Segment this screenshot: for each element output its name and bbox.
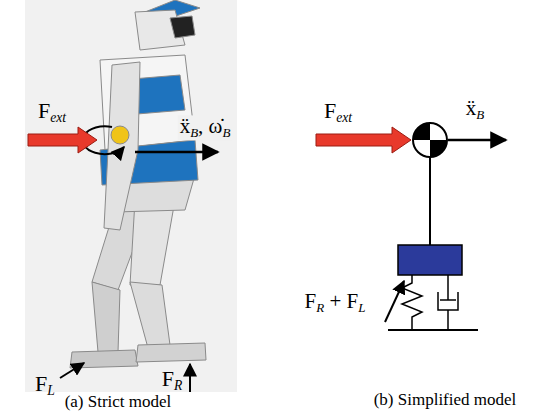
caption: (a) Strict model: [63, 392, 174, 411]
motion-label: ẍB, ω̇B: [178, 115, 233, 140]
robot-figure: [70, 0, 206, 368]
force-arrow: [385, 281, 404, 322]
force-label: FR + FL: [303, 290, 368, 315]
spring-symbol: [402, 275, 422, 330]
force-label: Fext: [36, 99, 68, 125]
force-label: FR: [160, 367, 185, 393]
force-label: Fext: [322, 99, 354, 125]
picture-ground: [25, 0, 237, 392]
acceleration-arrow: [135, 151, 218, 154]
force-arrow: [60, 363, 84, 378]
force-label: FL: [33, 372, 57, 398]
caption: (b) Simplified model: [372, 391, 519, 410]
acceleration-arrow: [448, 139, 506, 142]
force-arrow: [189, 364, 191, 392]
foot-mass: [398, 245, 462, 275]
external-force-arrow: [316, 127, 411, 153]
com-symbol: [413, 123, 447, 157]
ground-line: [388, 329, 478, 331]
external-force-arrow: [28, 127, 97, 153]
motion-label: ẍB: [464, 97, 486, 122]
rod-line: [429, 157, 431, 245]
damper-symbol: [438, 275, 458, 330]
